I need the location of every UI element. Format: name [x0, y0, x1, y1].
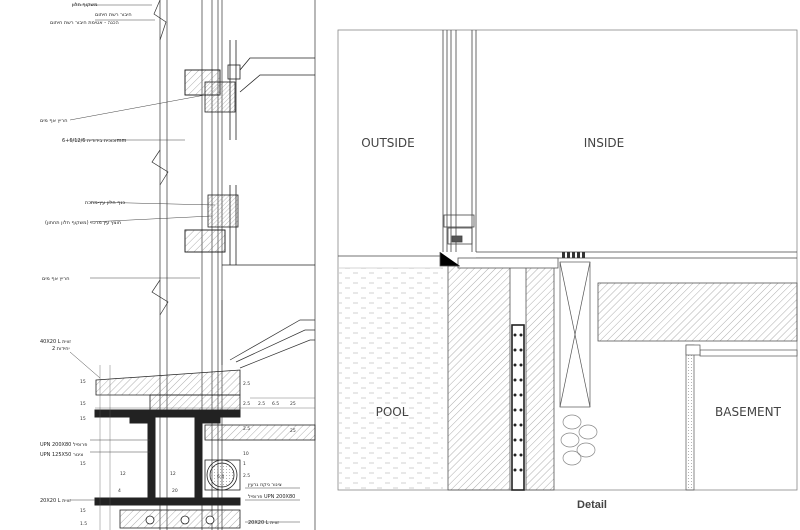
- section-note: פרופיל UPN 200X80: [248, 494, 295, 500]
- section-note: UPN 125X50 צינור: [40, 452, 83, 458]
- dimension-label: 2.5: [243, 473, 250, 479]
- dimension-label: 6.5: [272, 401, 279, 407]
- dimension-label: 15: [80, 416, 86, 422]
- section-note: חריץ אף מים: [42, 276, 69, 282]
- zone-label-pool: POOL: [376, 405, 409, 419]
- section-note: חיבור רשת חיתום: [95, 12, 132, 18]
- section-note: UPN 200X80 פרופיל: [40, 442, 87, 448]
- section-note: משקוף חלון: [72, 2, 97, 8]
- dimension-label: 15: [80, 508, 86, 514]
- section-note: כנף חלון עץ-מתכת: [85, 200, 125, 206]
- dimension-label: 15: [80, 379, 86, 385]
- dimension-label: 2.5: [258, 401, 265, 407]
- section-note: חוצץ עץ מרכזי (משקוף חלון תחתון): [45, 220, 121, 226]
- section-drawing: משקוף חלון חיבור רשת חיתום הכנה - אטימת …: [40, 0, 316, 530]
- dimension-label: 6.4: [217, 474, 224, 480]
- section-note: 20X20 L זווית: [40, 498, 71, 504]
- dimension-label: 4: [118, 488, 121, 494]
- dimension-label: 20: [172, 488, 178, 494]
- section-note: צינור ניקוז גרעין: [248, 482, 282, 488]
- detail-caption: Detail: [577, 499, 607, 511]
- section-note: 20X20 L זווית: [248, 520, 279, 526]
- dimension-label: 25: [290, 428, 296, 434]
- section-note: זכוכית בידודית 6+6/12/6mm: [62, 138, 127, 144]
- dimension-label: 10: [243, 451, 249, 457]
- dimension-label: 2.5: [243, 401, 250, 407]
- section-note: 40X20 L זווית: [40, 339, 71, 345]
- section-note: חריץ אף מים: [40, 118, 67, 124]
- dimension-label: 15: [80, 401, 86, 407]
- zone-label-outside: OUTSIDE: [361, 136, 415, 150]
- dimension-label: 1.5: [80, 521, 87, 527]
- dimension-label: 12: [120, 471, 126, 477]
- dimension-label: 12: [170, 471, 176, 477]
- dimension-label: 1: [243, 461, 246, 467]
- dimension-label: 15: [80, 461, 86, 467]
- dimension-label: 25: [290, 401, 296, 407]
- dimension-label: 2.5: [243, 426, 250, 432]
- section-note: 2 יחידות: [52, 346, 70, 352]
- section-note: הכנה - אטימת חיבור רשת חיתום: [50, 20, 119, 26]
- zone-label-inside: INSIDE: [584, 136, 625, 150]
- dimension-label: 2.5: [243, 381, 250, 387]
- zone-label-basement: BASEMENT: [715, 405, 782, 419]
- detail-drawing: OUTSIDE INSIDE POOL BASEMENT Detail: [337, 29, 798, 511]
